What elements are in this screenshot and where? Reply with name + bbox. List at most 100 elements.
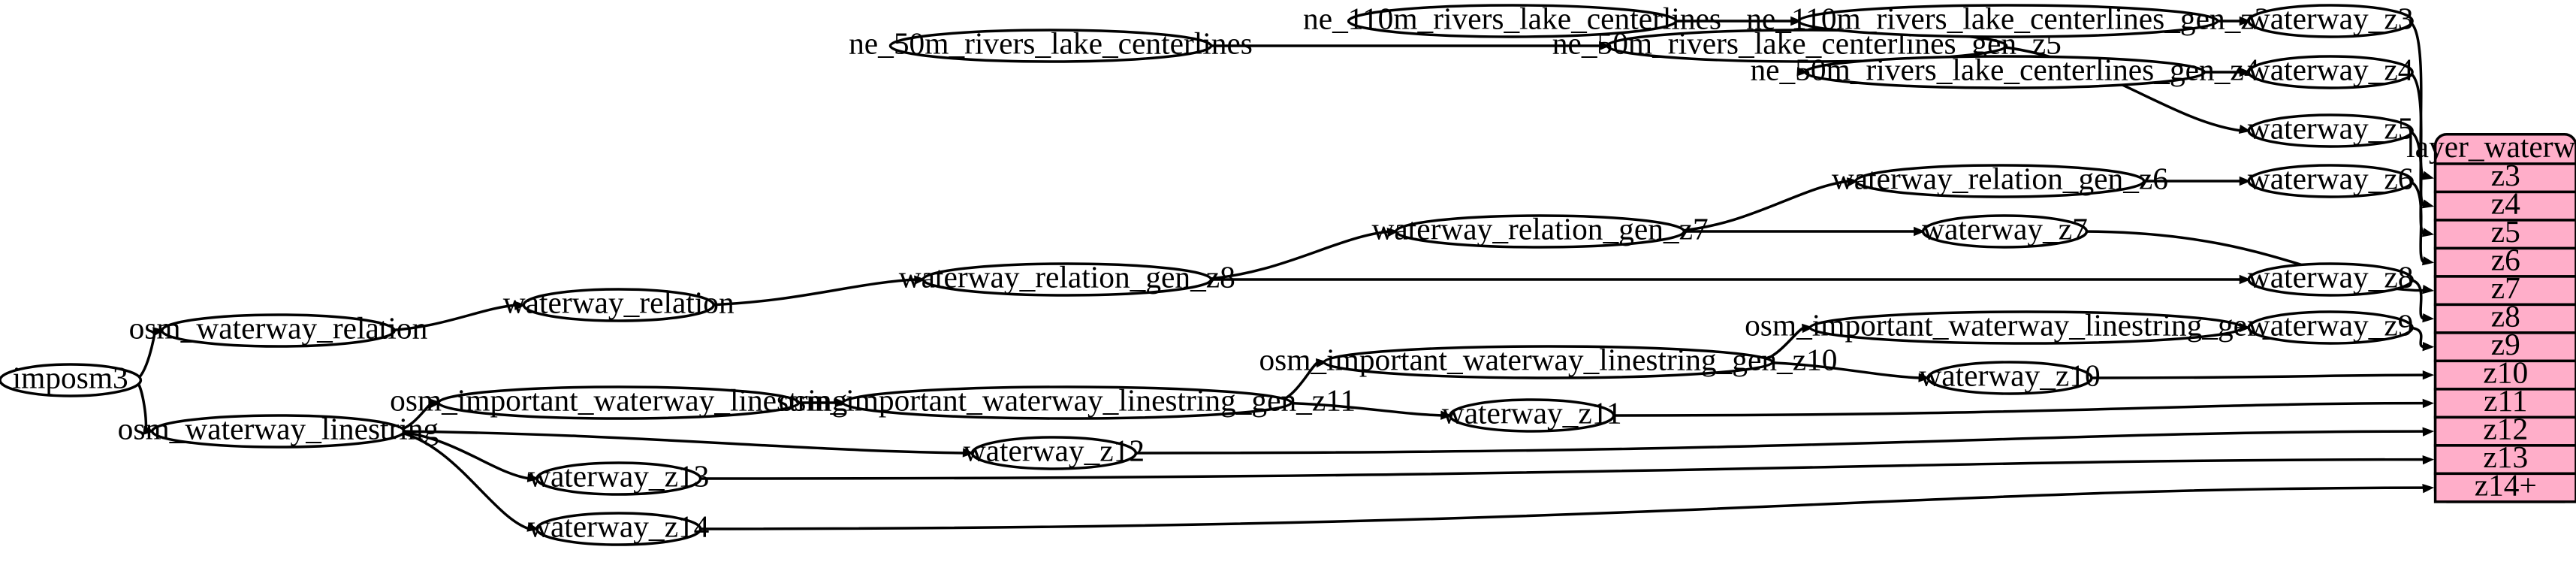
- node-label: waterway_relation_gen_z8: [899, 259, 1235, 294]
- graph-node-waterway_z5[interactable]: waterway_z5: [2247, 110, 2414, 148]
- layer-waterway-row-label: z3: [2491, 158, 2520, 192]
- graph-node-ne_110m_rivers_lake_centerlines[interactable]: ne_110m_rivers_lake_centerlines: [1303, 1, 1721, 38]
- node-shape: [535, 512, 702, 546]
- graph-node-waterway_z10[interactable]: waterway_z10: [1919, 358, 2101, 395]
- layer-waterway-row-z12[interactable]: [2433, 415, 2576, 447]
- edge-arrowhead: [2421, 199, 2435, 209]
- graph-node-osm_important_waterway_linestring[interactable]: osm_important_waterway_linestring: [390, 382, 847, 420]
- edge-arrowhead: [1846, 177, 1859, 187]
- graph-node-osm_waterway_relation[interactable]: osm_waterway_relation: [129, 310, 428, 348]
- graph-node-waterway_relation_gen_z6[interactable]: waterway_relation_gen_z6: [1832, 161, 2168, 198]
- edge-arrowhead: [526, 473, 539, 482]
- layer-waterway-row-z13[interactable]: [2433, 444, 2576, 476]
- node-shape: [522, 288, 715, 322]
- edge-arrowhead: [2421, 228, 2435, 237]
- edge-osm_waterway_relation-to-waterway_relation: [386, 304, 517, 332]
- node-shape: [1448, 398, 1615, 433]
- graph-node-osm_important_waterway_linestring_gen_z9[interactable]: osm_important_waterway_linestring_gen_z9: [1745, 307, 2307, 345]
- layer-waterway-row-label: z4: [2491, 186, 2520, 221]
- node-label: waterway_z7: [1922, 211, 2088, 246]
- edge-arrowhead: [430, 398, 442, 408]
- edge-waterway_z14-to-layer_waterway-z14-: [695, 486, 2425, 530]
- edge-arrowhead: [1790, 16, 1802, 26]
- node-label: osm_important_waterway_linestring: [390, 382, 847, 417]
- graph-node-ne_50m_rivers_lake_centerlines[interactable]: ne_50m_rivers_lake_centerlines: [849, 26, 1253, 63]
- graph-node-waterway_relation_gen_z7[interactable]: waterway_relation_gen_z7: [1372, 211, 1709, 249]
- edge-osm_waterway_linestring-to-waterway_z13: [395, 430, 530, 480]
- graph-node-waterway_z4[interactable]: waterway_z4: [2247, 52, 2414, 89]
- edge-waterway_z11-to-layer_waterway-z11: [1608, 401, 2425, 417]
- layer-waterway-row-label: z12: [2483, 412, 2528, 446]
- edge-arrowhead: [2422, 427, 2435, 437]
- node-label: imposm3: [13, 360, 128, 394]
- layer-waterway-row-z5[interactable]: [2433, 219, 2576, 250]
- graph-node-imposm3[interactable]: imposm3: [0, 360, 143, 397]
- edge-waterway_relation_gen_z8-to-waterway_relation_gen_z7: [1201, 230, 1390, 281]
- edge-arrowhead: [143, 425, 155, 435]
- edge-waterway_z13-to-layer_waterway-z13: [695, 458, 2425, 480]
- edge-ne_50m_rivers_lake_centerlines_gen_z5-to-waterway_z5: [1992, 44, 2242, 132]
- node-shape: [1803, 55, 2206, 89]
- node-shape: [1347, 4, 1678, 38]
- layer-waterway-row-label: z8: [2491, 299, 2520, 334]
- edge-arrowhead: [1599, 41, 1611, 51]
- graph-node-waterway_z12[interactable]: waterway_z12: [964, 433, 1145, 470]
- edge-arrowhead: [1386, 228, 1399, 237]
- graph-node-osm_important_waterway_linestring_gen_z11[interactable]: osm_important_waterway_linestring_gen_z1…: [779, 382, 1356, 420]
- layer-waterway-row-z7[interactable]: [2433, 275, 2576, 307]
- graph-node-waterway_relation_gen_z8[interactable]: waterway_relation_gen_z8: [899, 259, 1235, 297]
- layer-waterway-row-z14plus[interactable]: [2433, 472, 2576, 503]
- node-label: waterway_z3: [2248, 1, 2414, 35]
- layer-waterway-row-z4[interactable]: [2433, 190, 2576, 222]
- graph-node-osm_waterway_linestring[interactable]: osm_waterway_linestring: [118, 411, 439, 449]
- edge-arrowhead: [2422, 398, 2435, 409]
- node-label: waterway_z12: [964, 433, 1145, 467]
- node-label: osm_important_waterway_linestring_gen_z1…: [1259, 342, 1837, 376]
- graph-node-waterway_z14[interactable]: waterway_z14: [528, 509, 710, 546]
- edge-osm_important_waterway_linestring_gen_z11-to-waterway_z11: [1275, 401, 1443, 417]
- edge-arrowhead: [1315, 358, 1328, 368]
- graph-node-ne_50m_rivers_lake_centerlines_gen_z5[interactable]: ne_50m_rivers_lake_centerlines_gen_z5: [1552, 26, 2062, 63]
- node-label: waterway_z9: [2248, 307, 2414, 342]
- graph-node-waterway_z6[interactable]: waterway_z6: [2247, 161, 2414, 198]
- node-label: ne_50m_rivers_lake_centerlines: [849, 26, 1253, 60]
- graph-node-waterway_z9[interactable]: waterway_z9: [2247, 307, 2414, 345]
- layer-waterway-row-z10[interactable]: [2433, 359, 2576, 391]
- layer-waterway-row-label: z11: [2484, 383, 2527, 418]
- edge-arrowhead: [914, 275, 926, 285]
- layer-waterway-row-z8[interactable]: [2433, 303, 2576, 334]
- graph-node-waterway_z8[interactable]: waterway_z8: [2247, 259, 2414, 297]
- node-shape: [437, 385, 801, 420]
- graph-node-waterway_z3[interactable]: waterway_z3: [2247, 1, 2414, 38]
- edge-arrowhead: [1914, 226, 1926, 237]
- graph-node-waterway_z11[interactable]: waterway_z11: [1442, 395, 1622, 433]
- node-shape: [0, 363, 143, 397]
- layer-waterway-row-z3[interactable]: [2433, 162, 2576, 194]
- node-label: waterway_z8: [2248, 259, 2414, 294]
- node-shape: [1395, 214, 1686, 249]
- layer-waterway-row-label: z14+: [2475, 467, 2537, 502]
- node-label: osm_waterway_relation: [129, 310, 428, 345]
- node-label: waterway_z13: [528, 458, 709, 493]
- graph-node-ne_110m_rivers_lake_centerlines_gen_z3[interactable]: ne_110m_rivers_lake_centerlines_gen_z3: [1746, 1, 2270, 38]
- node-shape: [150, 414, 406, 449]
- layer-waterway-row-label: z5: [2491, 214, 2520, 249]
- graph-node-waterway_z7[interactable]: waterway_z7: [1921, 211, 2089, 249]
- graph-node-osm_important_waterway_linestring_gen_z10[interactable]: osm_important_waterway_linestring_gen_z1…: [1259, 342, 1838, 379]
- edge-osm_important_waterway_linestring_gen_z10-to-waterway_z10: [1757, 361, 1921, 379]
- graph-node-waterway_z13[interactable]: waterway_z13: [528, 458, 709, 496]
- layer-waterway-row-label: z7: [2491, 270, 2520, 305]
- edge-arrowhead: [2239, 274, 2252, 285]
- graph-node-waterway_relation[interactable]: waterway_relation: [503, 285, 734, 322]
- layer-waterway-row-z9[interactable]: [2433, 331, 2576, 363]
- node-shape: [2247, 310, 2414, 345]
- node-label: osm_waterway_linestring: [118, 411, 439, 446]
- layer-waterway-title: layer_waterway: [2406, 129, 2576, 164]
- node-shape: [2247, 113, 2414, 148]
- edge-waterway_z6-to-layer_waterway-z6: [2406, 180, 2426, 264]
- edge-osm_waterway_linestring-to-waterway_z12: [395, 430, 965, 455]
- graph-node-ne_50m_rivers_lake_centerlines_gen_z4[interactable]: ne_50m_rivers_lake_centerlines_gen_z4: [1750, 52, 2260, 89]
